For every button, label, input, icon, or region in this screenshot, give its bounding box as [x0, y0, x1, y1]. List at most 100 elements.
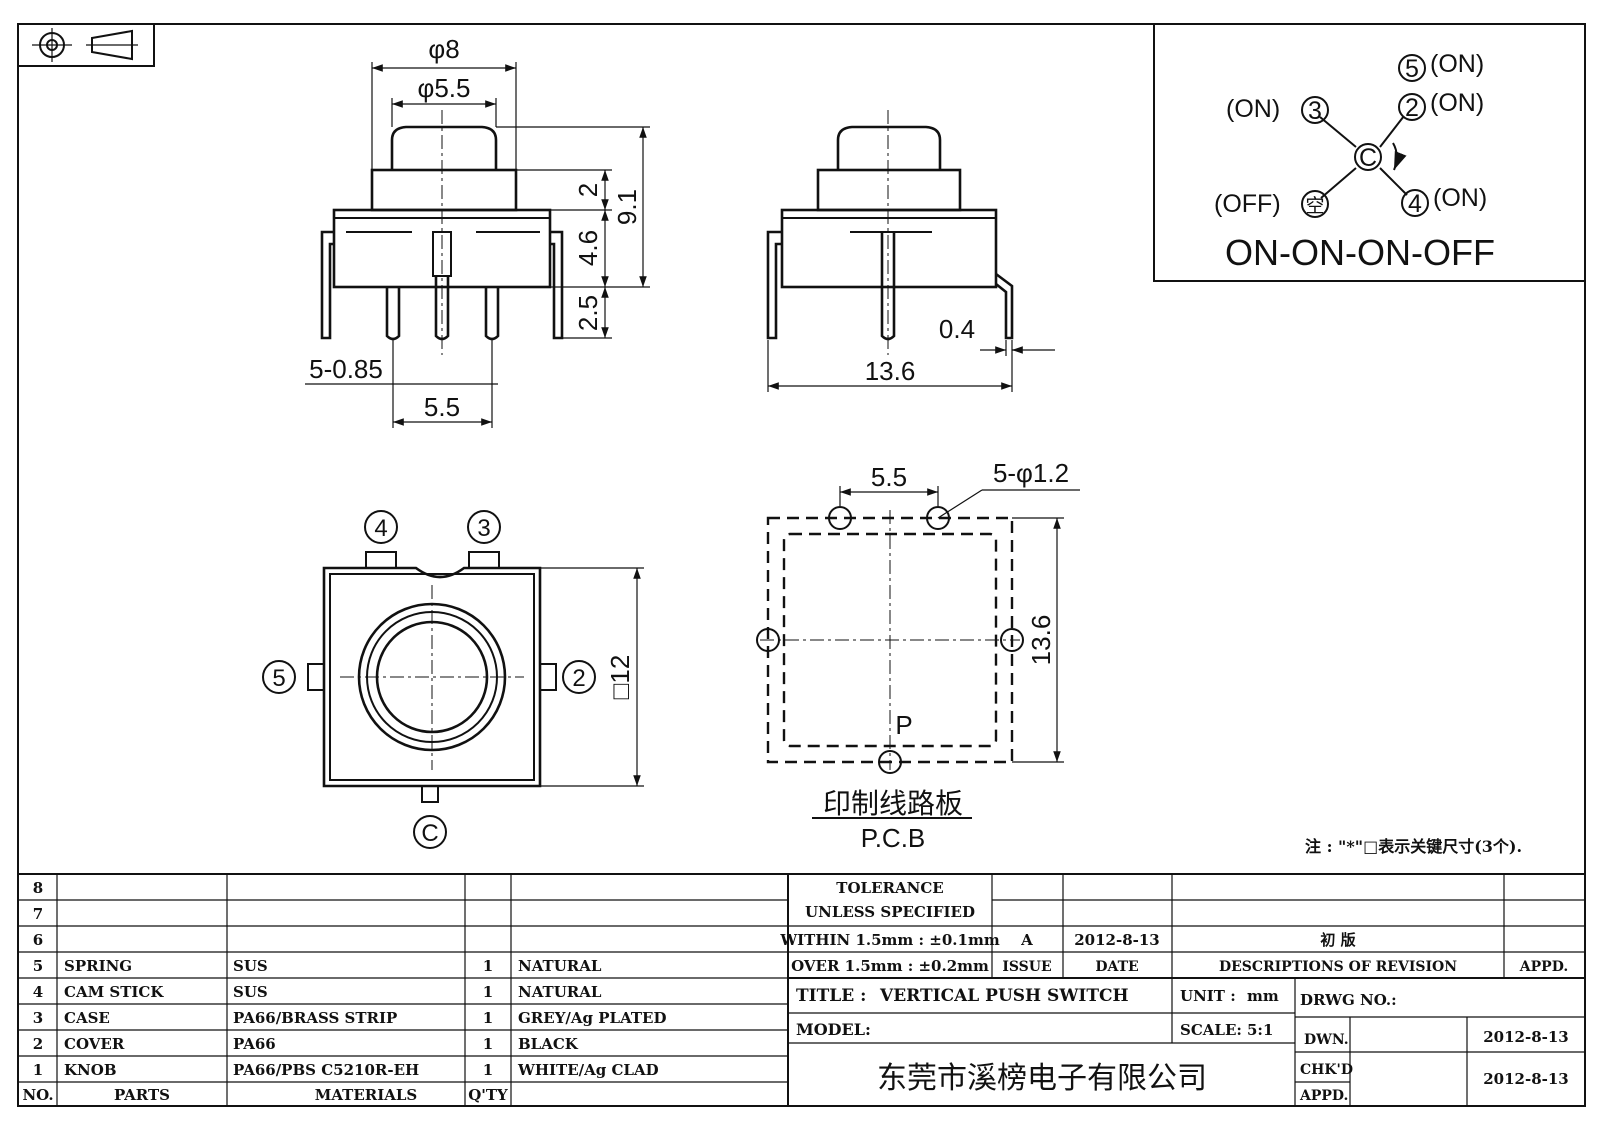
part-name: COVER [64, 1035, 125, 1053]
drawing-title: VERTICAL PUSH SWITCH [879, 986, 1129, 1006]
dim-body-size: □12 [605, 655, 635, 700]
table-row: 5 SPRING SUS 1 NATURAL [33, 957, 602, 975]
part-material: PA66/BRASS STRIP [233, 1009, 397, 1027]
drawn-date: 2012-8-13 [1483, 1028, 1569, 1046]
schematic-diagram [1301, 54, 1429, 218]
front-view [320, 110, 564, 355]
schematic-terminal-4-state: (ON) [1433, 184, 1487, 212]
terminal-5-icon [1398, 54, 1426, 82]
dim-pin-diameter: 5-0.85 [309, 354, 383, 384]
pcb-label-chinese: 印制线路板 [823, 787, 963, 820]
header-parts: PARTS [114, 1086, 170, 1104]
schematic-terminal-off-id: 空 [1305, 195, 1324, 217]
table-row: 3 CASE PA66/BRASS STRIP 1 GREY/Ag PLATED [33, 1009, 667, 1027]
pcb-hole-4 [828, 506, 852, 530]
part-finish: NATURAL [518, 983, 602, 1001]
title-label: TITLE : [796, 986, 866, 1006]
approved-label: APPD. [1519, 959, 1568, 975]
pcb-pin-p-label: P [895, 710, 912, 740]
schematic-terminal-3-id: 3 [1308, 97, 1322, 125]
title-block: TITLE : VERTICAL PUSH SWITCH UNIT : mm D… [796, 986, 1569, 1104]
checked-date: 2012-8-13 [1483, 1070, 1569, 1088]
table-row: 7 [33, 905, 43, 923]
part-no: 5 [33, 957, 43, 975]
header-qty: Q'TY [468, 1086, 508, 1104]
table-row: 6 [33, 931, 43, 949]
part-finish: NATURAL [518, 957, 602, 975]
part-no: 2 [33, 1035, 43, 1053]
pcb-hole-c [878, 750, 902, 774]
tolerance-over: OVER 1.5mm : ±0.2mm [791, 957, 989, 975]
note-text: 注 : "*"□表示关键尺寸(3个). [1305, 837, 1522, 856]
top-terminal-5-label: 5 [272, 665, 285, 692]
top-terminal-4-label: 4 [374, 515, 387, 542]
dim-pin-pitch: 5.5 [424, 392, 460, 422]
dim-side-width: 13.6 [865, 356, 916, 386]
schematic-terminal-5-state: (ON) [1430, 50, 1484, 78]
top-terminal-4-icon [364, 510, 398, 544]
pcb-label-english: P.C.B [861, 823, 926, 853]
dim-height-4-6: 4.6 [573, 230, 603, 266]
top-terminal-3-label: 3 [477, 515, 490, 542]
part-no: 1 [33, 1061, 43, 1079]
pcb-hole-5 [756, 628, 780, 652]
projection-symbol-icon [17, 23, 155, 67]
part-finish: WHITE/Ag CLAD [517, 1061, 659, 1079]
switch-function: ON-ON-ON-OFF [1225, 232, 1495, 273]
schematic-common-label: C [1359, 144, 1377, 172]
table-row: 2 COVER PA66 1 BLACK [33, 1035, 579, 1053]
revision-date: 2012-8-13 [1074, 931, 1160, 949]
part-material: SUS [233, 957, 268, 975]
dim-pcb-holes: 5-φ1.2 [993, 458, 1069, 488]
part-name: CAM STICK [64, 983, 164, 1001]
part-qty: 1 [483, 983, 493, 1001]
part-qty: 1 [483, 1009, 493, 1027]
top-terminal-2-icon [562, 660, 596, 694]
schematic-terminal-3-state: (ON) [1226, 95, 1280, 123]
schematic-terminal-5-id: 5 [1405, 55, 1419, 83]
dim-pcb-pitch: 5.5 [871, 462, 907, 492]
part-no: 6 [33, 931, 43, 949]
revision-issue: A [1020, 931, 1033, 949]
tolerance-heading: TOLERANCE [836, 879, 943, 897]
top-terminal-3-icon [467, 510, 501, 544]
side-dimensions [767, 340, 1055, 392]
top-view [262, 510, 644, 849]
dim-total-height: 9.1 [612, 189, 642, 225]
unit-label: UNIT : [1180, 987, 1236, 1005]
dim-knob-diameter: φ8 [428, 34, 459, 64]
description-label: DESCRIPTIONS OF REVISION [1219, 959, 1457, 975]
terminal-off-icon [1301, 190, 1329, 218]
approved-row-label: APPD. [1299, 1088, 1348, 1104]
issue-label: ISSUE [1002, 959, 1051, 975]
part-qty: 1 [483, 1035, 493, 1053]
pcb-hole-3 [926, 506, 950, 530]
schematic-terminal-off-state: (OFF) [1214, 190, 1281, 218]
revision-block: TOLERANCE UNLESS SPECIFIED WITHIN 1.5mm … [779, 879, 1568, 975]
table-header: NO. PARTS MATERIALS Q'TY [22, 1086, 508, 1104]
terminal-2-icon [1398, 93, 1426, 121]
dim-tab-thickness: 0.4 [939, 314, 975, 344]
front-dimensions [305, 62, 650, 428]
top-terminal-2-label: 2 [572, 665, 585, 692]
date-label: DATE [1095, 959, 1138, 975]
dim-height-2: 2 [573, 183, 603, 197]
tolerance-subheading: UNLESS SPECIFIED [805, 903, 975, 921]
part-no: 7 [33, 905, 43, 923]
common-terminal-icon [1354, 143, 1382, 171]
top-terminal-5-icon [262, 660, 296, 694]
company-name: 东莞市溪榜电子有限公司 [877, 1061, 1207, 1096]
part-no: 4 [33, 983, 43, 1001]
table-row: 4 CAM STICK SUS 1 NATURAL [33, 983, 602, 1001]
model-label: MODEL: [796, 1020, 871, 1039]
sheet-border [17, 23, 1586, 1107]
schematic-terminal-2-id: 2 [1405, 94, 1419, 122]
part-material: SUS [233, 983, 268, 1001]
parts-table: 8 7 6 5 SPRING SUS 1 NATURAL 4 CAM STICK… [22, 879, 666, 1104]
dim-pcb-size: 13.6 [1026, 615, 1056, 666]
part-no: 3 [33, 1009, 43, 1027]
schematic-terminal-4-id: 4 [1408, 190, 1422, 218]
table-grid [18, 873, 1585, 1106]
part-name: KNOB [64, 1061, 117, 1079]
